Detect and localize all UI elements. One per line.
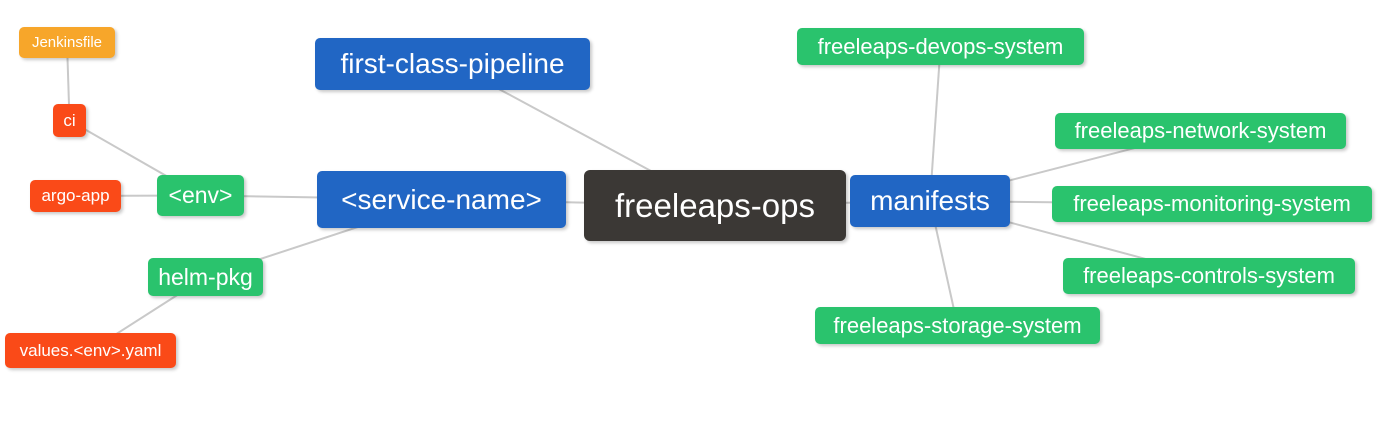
node-service-name[interactable]: <service-name> — [317, 171, 566, 228]
node-freeleaps-network-system[interactable]: freeleaps-network-system — [1055, 113, 1346, 149]
node-helm-pkg[interactable]: helm-pkg — [148, 258, 263, 296]
node-freeleaps-storage-system[interactable]: freeleaps-storage-system — [815, 307, 1100, 344]
node-freeleaps-devops-system[interactable]: freeleaps-devops-system — [797, 28, 1084, 65]
node-values-env-yaml[interactable]: values.<env>.yaml — [5, 333, 176, 368]
node-manifests[interactable]: manifests — [850, 175, 1010, 227]
node-ci[interactable]: ci — [53, 104, 86, 137]
node-jenkinsfile[interactable]: Jenkinsfile — [19, 27, 115, 58]
node-freeleaps-monitoring-system[interactable]: freeleaps-monitoring-system — [1052, 186, 1372, 222]
node-freeleaps-ops-root[interactable]: freeleaps-ops — [584, 170, 846, 241]
node-env[interactable]: <env> — [157, 175, 244, 216]
node-freeleaps-controls-system[interactable]: freeleaps-controls-system — [1063, 258, 1355, 294]
node-first-class-pipeline[interactable]: first-class-pipeline — [315, 38, 590, 90]
node-argo-app[interactable]: argo-app — [30, 180, 121, 212]
